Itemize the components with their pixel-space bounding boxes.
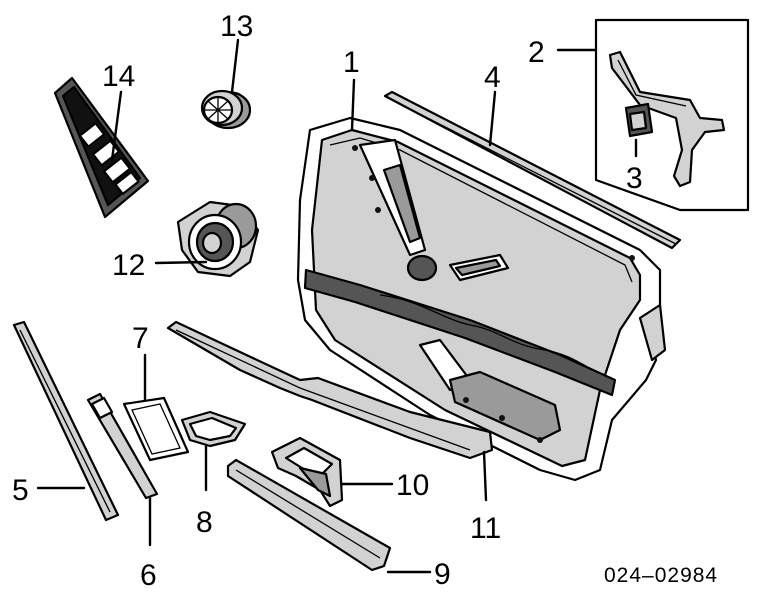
diagram-part-code: 024–02984 <box>604 564 718 587</box>
leader-13 <box>230 38 240 94</box>
callout-2: 2 <box>528 36 545 69</box>
part-6-short-trim-strip <box>86 392 159 500</box>
callout-3: 3 <box>626 162 643 195</box>
callout-13: 13 <box>220 10 253 43</box>
leader-4 <box>488 90 497 147</box>
callout-6: 6 <box>140 559 157 592</box>
part-14-window-switch-panel <box>53 76 150 219</box>
part-8-small-bracket <box>180 410 247 448</box>
part-12-woofer-speaker <box>176 200 260 278</box>
part-7-pocket-cover <box>122 396 190 462</box>
leader-1 <box>350 78 356 132</box>
leader-14 <box>110 90 123 162</box>
callout-5: 5 <box>12 474 29 507</box>
part-2-bracket <box>608 50 726 188</box>
part-5-long-trim-strip <box>12 320 120 522</box>
part-11-armrest-strip <box>166 320 494 460</box>
leader-11 <box>482 450 488 502</box>
callout-14: 14 <box>102 60 135 93</box>
part-13-tweeter-speaker <box>200 89 252 130</box>
callout-8: 8 <box>196 506 213 539</box>
callout-9: 9 <box>434 558 451 591</box>
callout-4: 4 <box>484 61 501 94</box>
part-1-door-trim-panel <box>296 116 667 482</box>
part-3-clip <box>624 102 654 138</box>
callout-12: 12 <box>112 249 145 282</box>
part-10-handle-bracket <box>270 436 344 508</box>
part-9-map-pocket-panel <box>226 458 392 572</box>
callout-11: 11 <box>470 512 501 545</box>
leader-12 <box>154 260 208 265</box>
callout-7: 7 <box>132 322 149 355</box>
callout-1: 1 <box>343 46 360 79</box>
part-4-upper-strip <box>383 90 682 250</box>
callout-10: 10 <box>396 469 429 502</box>
